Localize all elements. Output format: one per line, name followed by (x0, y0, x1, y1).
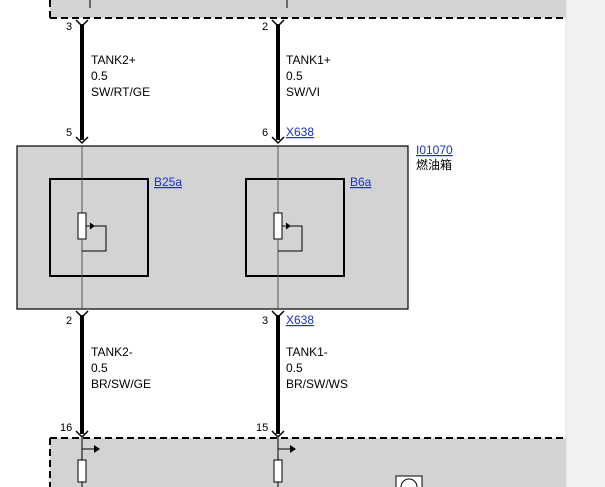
scrollbar-track[interactable] (566, 0, 605, 487)
wire-label-tank2-minus: TANK2- (91, 345, 133, 359)
module-bottom-pin-left: 2 (66, 315, 72, 327)
wire-color-tank2-minus: BR/SW/GE (91, 377, 151, 391)
gauge-icon (395, 475, 423, 487)
wire-gauge-tank1-minus: 0.5 (286, 361, 303, 375)
potentiometer-icon (273, 212, 283, 240)
module-id-link[interactable]: I01070 (416, 143, 453, 157)
wire-label-tank1-plus: TANK1+ (286, 53, 331, 67)
bottom-connector-block (49, 437, 566, 487)
arrow-right-icon (94, 445, 100, 453)
potentiometer-icon (77, 212, 87, 240)
wire-label-tank1-minus: TANK1- (286, 345, 328, 359)
module-name: 燃油箱 (416, 157, 452, 172)
sensor-b25a[interactable] (49, 146, 149, 309)
resistor-icon (77, 459, 87, 483)
wire-gauge-tank1-plus: 0.5 (286, 69, 303, 83)
connector-x638-top-link[interactable]: X638 (286, 125, 314, 139)
top-connector-block (49, 0, 566, 19)
top-pin-left: 3 (66, 21, 72, 33)
bottom-pin-left-arrow (75, 430, 89, 439)
bottom-pin-right-arrow (271, 430, 285, 439)
module-bottom-pin-right: 3 (262, 315, 268, 327)
sensor-b6a-link[interactable]: B6a (350, 175, 372, 189)
resistor-icon (273, 459, 283, 483)
fuel-tank-module[interactable]: B25a B6a (16, 145, 409, 310)
connector-x638-bottom-link[interactable]: X638 (286, 313, 314, 327)
module-top-pin-left: 5 (66, 127, 72, 139)
wire-gauge-tank2-minus: 0.5 (91, 361, 108, 375)
arrow-right-icon (290, 445, 296, 453)
module-top-pin-left-arrow (75, 136, 89, 145)
top-pin-right: 2 (262, 21, 268, 33)
bottom-pin-right: 15 (256, 422, 268, 434)
wire-color-tank1-plus: SW/VI (286, 85, 320, 99)
wire-color-tank2-plus: SW/RT/GE (91, 85, 150, 99)
wire-gauge-tank2-plus: 0.5 (91, 69, 108, 83)
wire-color-tank1-minus: BR/SW/WS (286, 377, 348, 391)
sensor-b25a-link[interactable]: B25a (154, 175, 182, 189)
sensor-b6a[interactable] (245, 146, 345, 309)
bottom-pin-left: 16 (60, 422, 72, 434)
wire-label-tank2-plus: TANK2+ (91, 53, 136, 67)
module-top-pin-right: 6 (262, 127, 268, 139)
module-top-pin-right-arrow (271, 136, 285, 145)
